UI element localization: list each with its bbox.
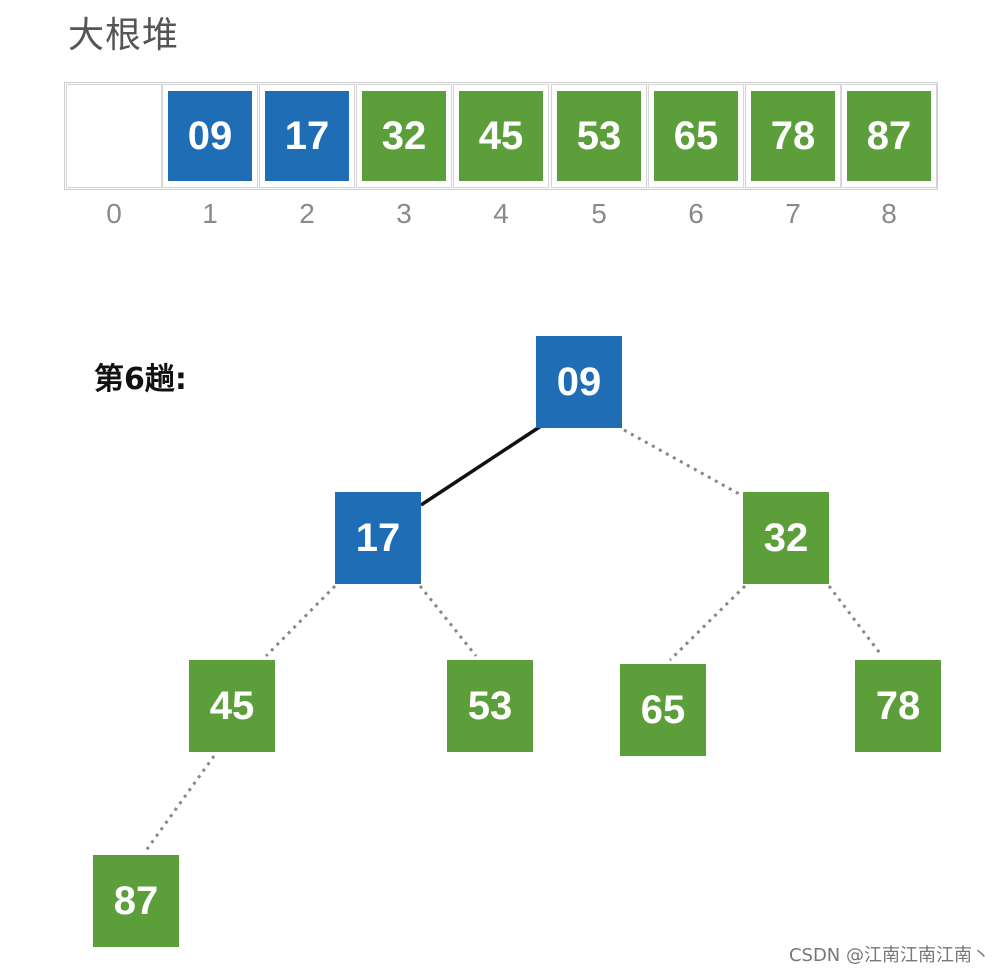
array-cell: 78 bbox=[745, 84, 841, 188]
watermark: CSDN @江南江南江南丶 bbox=[788, 945, 990, 966]
array-index: 1 bbox=[202, 198, 218, 229]
array-cell-value: 87 bbox=[847, 91, 931, 181]
tree-node: 87 bbox=[93, 855, 179, 947]
tree-node: 78 bbox=[855, 660, 941, 752]
array-cell-value: 32 bbox=[362, 91, 446, 181]
array-index: 5 bbox=[591, 198, 607, 229]
array-cell: 87 bbox=[841, 84, 937, 188]
tree-node: 53 bbox=[447, 660, 533, 752]
array-cell-value: 53 bbox=[557, 91, 641, 181]
tree-edge-dotted bbox=[143, 755, 216, 853]
tree-edge-dotted bbox=[264, 584, 337, 658]
tree-node: 17 bbox=[335, 492, 421, 584]
array-cell: 09 bbox=[162, 84, 258, 188]
array-cell: 32 bbox=[356, 84, 452, 188]
array-cell: 53 bbox=[551, 84, 647, 188]
array-index: 2 bbox=[299, 198, 315, 229]
pass-label: 第6趟: bbox=[94, 362, 187, 397]
tree-node: 09 bbox=[536, 336, 622, 428]
tree-node: 65 bbox=[620, 664, 706, 756]
array-cell: 17 bbox=[259, 84, 355, 188]
array-index: 7 bbox=[785, 198, 801, 229]
array-cell bbox=[66, 84, 162, 188]
array-cell-value: 45 bbox=[459, 91, 543, 181]
tree-edge-solid bbox=[420, 424, 542, 507]
array-index: 3 bbox=[396, 198, 412, 229]
tree-node: 45 bbox=[189, 660, 275, 752]
array-index: 8 bbox=[881, 198, 897, 229]
array-cell-value: 09 bbox=[168, 91, 252, 181]
array-index: 0 bbox=[106, 198, 122, 229]
array-index: 4 bbox=[493, 198, 509, 229]
array-cell-value: 17 bbox=[265, 91, 349, 181]
heap-title: 大根堆 bbox=[68, 15, 180, 56]
array-index: 6 bbox=[688, 198, 704, 229]
tree-edge-dotted bbox=[418, 585, 478, 657]
tree-node: 32 bbox=[743, 492, 829, 584]
array-cell-value: 78 bbox=[751, 91, 835, 181]
array-cell-value: 65 bbox=[654, 91, 738, 181]
tree-edge-dotted bbox=[668, 584, 747, 662]
tree-edge-dotted bbox=[623, 428, 742, 497]
array-cell: 65 bbox=[648, 84, 744, 188]
tree-edge-dotted bbox=[827, 585, 884, 657]
array-cell: 45 bbox=[453, 84, 549, 188]
